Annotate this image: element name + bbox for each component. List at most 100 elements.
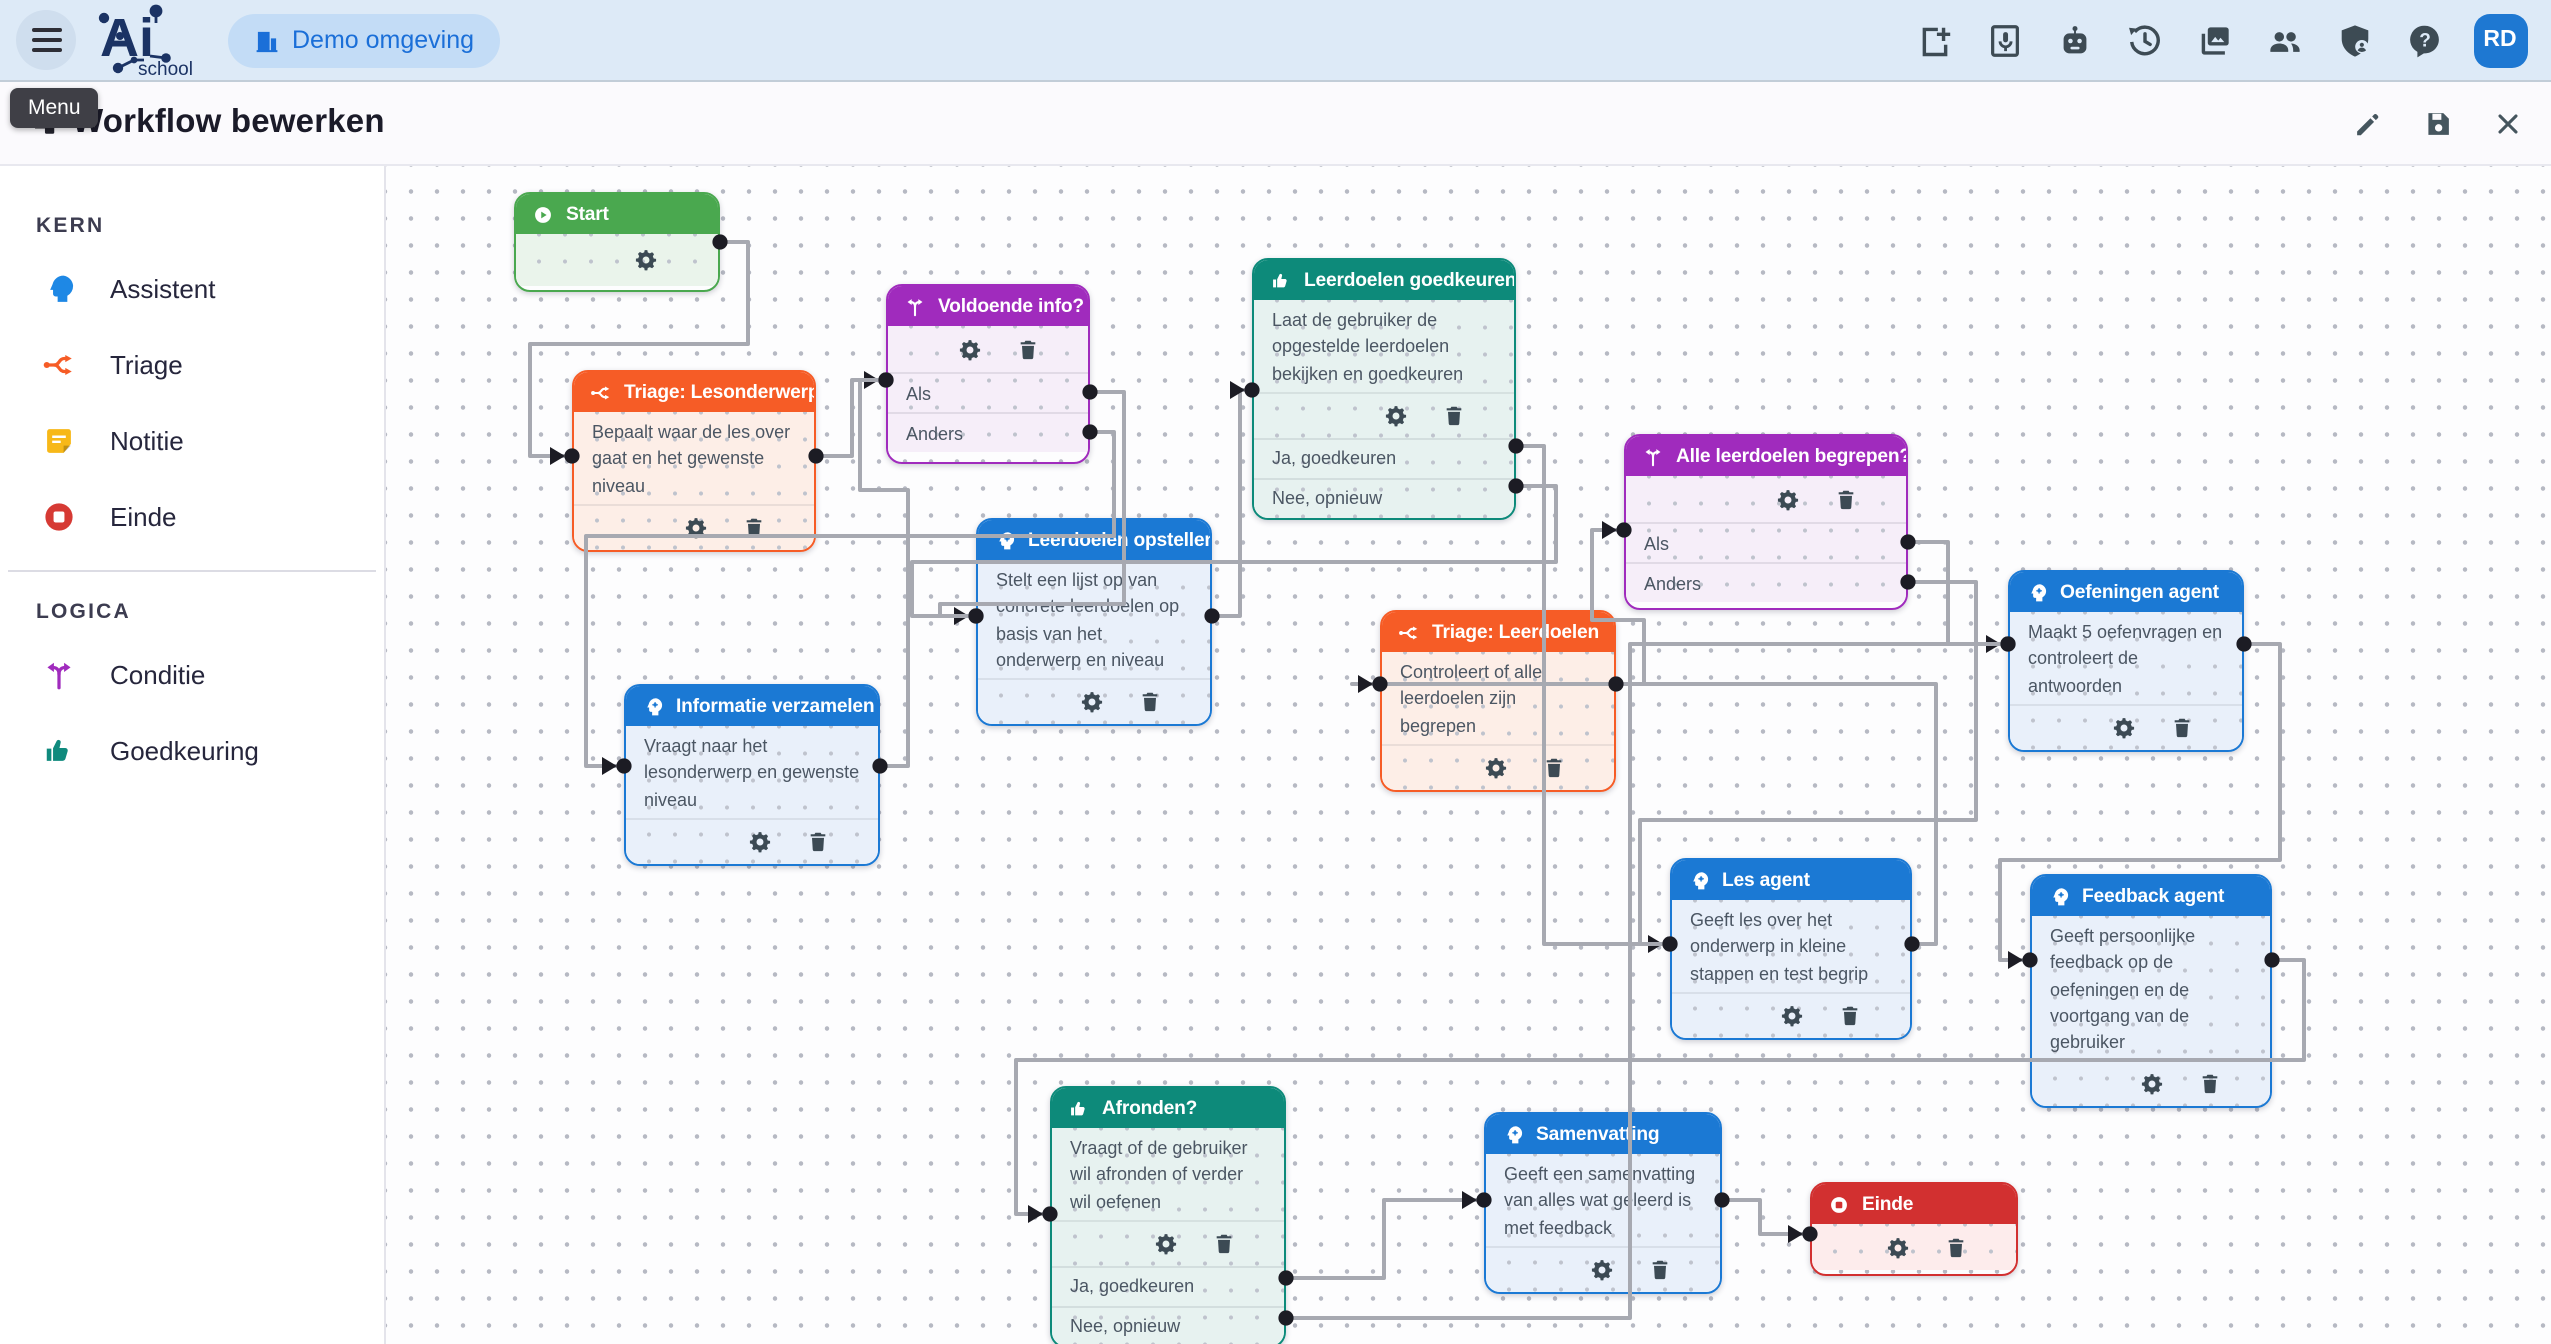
edge-arrow xyxy=(550,447,565,465)
edge-arrow xyxy=(2008,951,2023,969)
trash-icon[interactable] xyxy=(1138,690,1162,714)
node-branch-row[interactable]: Anders xyxy=(1626,562,1906,602)
trash-icon[interactable] xyxy=(2198,1073,2222,1097)
edge-arrow xyxy=(864,371,879,389)
trash-icon[interactable] xyxy=(1542,756,1566,780)
photo-library-icon[interactable] xyxy=(2195,21,2233,59)
gear-icon[interactable] xyxy=(1886,1235,1910,1259)
sidebar-section-label: KERN xyxy=(36,214,105,238)
node-title: Triage: Lesonderwerp xyxy=(624,381,816,403)
trash-icon[interactable] xyxy=(1442,404,1466,428)
trash-icon[interactable] xyxy=(1648,1258,1672,1282)
trash-icon[interactable] xyxy=(1838,1004,1862,1028)
sidebar-item-label: Conditie xyxy=(110,659,206,689)
node-actions xyxy=(516,234,718,286)
edge-arrow xyxy=(1230,381,1245,399)
hamburger-menu-button[interactable] xyxy=(16,10,76,70)
node-actions xyxy=(1626,476,1906,522)
node-actions xyxy=(1052,1219,1284,1266)
gear-icon[interactable] xyxy=(1154,1232,1178,1256)
svg-text:school: school xyxy=(138,59,193,78)
node-einde[interactable]: Einde xyxy=(1810,1182,2018,1276)
gear-icon[interactable] xyxy=(1776,487,1800,511)
triage-icon xyxy=(1398,621,1420,643)
stop-icon xyxy=(1828,1193,1850,1215)
gear-icon[interactable] xyxy=(748,830,772,854)
node-branch-row[interactable]: Als xyxy=(888,372,1088,412)
node-header: Triage: Lesonderwerp xyxy=(574,372,814,412)
node-start[interactable]: Start xyxy=(514,192,720,292)
trash-icon[interactable] xyxy=(742,516,766,540)
sidebar-item-assistent[interactable]: Assistent xyxy=(24,262,372,314)
node-actions xyxy=(1672,991,1910,1038)
node-header: Les agent xyxy=(1672,860,1910,900)
node-title: Start xyxy=(566,203,609,225)
robot-icon[interactable] xyxy=(2055,21,2093,59)
menu-tooltip: Menu xyxy=(10,88,99,128)
gear-icon[interactable] xyxy=(2140,1073,2164,1097)
thumb-icon xyxy=(42,733,76,767)
voice-document-icon[interactable] xyxy=(1985,21,2023,59)
user-avatar[interactable]: RD xyxy=(2473,13,2527,67)
gear-icon[interactable] xyxy=(1080,690,1104,714)
node-afronden[interactable]: Afronden?Vraagt of de gebruiker wil afro… xyxy=(1050,1086,1286,1344)
trash-icon[interactable] xyxy=(806,830,830,854)
sidebar-item-conditie[interactable]: Conditie xyxy=(24,648,372,700)
gear-icon[interactable] xyxy=(1590,1258,1614,1282)
environment-chip[interactable]: Demo omgeving xyxy=(228,13,501,67)
gear-icon[interactable] xyxy=(958,337,982,361)
node-branch-row[interactable]: Anders xyxy=(888,412,1088,452)
history-icon[interactable] xyxy=(2125,21,2163,59)
trash-icon[interactable] xyxy=(2170,716,2194,740)
edit-icon[interactable] xyxy=(2351,107,2383,139)
node-branch-row[interactable]: Ja, goedkeuren xyxy=(1254,437,1514,478)
edge-samenvatting-to-einde xyxy=(1720,1198,1812,1236)
building-icon xyxy=(254,27,280,53)
shield-person-icon[interactable] xyxy=(2335,21,2373,59)
trash-icon[interactable] xyxy=(1834,487,1858,511)
assistent-icon xyxy=(42,271,76,305)
gear-icon[interactable] xyxy=(1780,1004,1804,1028)
node-actions xyxy=(1254,391,1514,438)
node-branch-row[interactable]: Ja, goedkeuren xyxy=(1052,1265,1284,1306)
gear-icon[interactable] xyxy=(1484,756,1508,780)
triage-icon xyxy=(590,381,612,403)
page-header: Workflow bewerken xyxy=(0,82,2551,166)
trash-icon[interactable] xyxy=(1944,1235,1968,1259)
trash-icon[interactable] xyxy=(1212,1232,1236,1256)
node-branch-row[interactable]: Nee, opnieuw xyxy=(1254,477,1514,518)
help-icon[interactable]: ? xyxy=(2405,21,2443,59)
sidebar-item-einde[interactable]: Einde xyxy=(24,490,372,542)
gear-icon[interactable] xyxy=(2112,716,2136,740)
node-body: Bepaalt waar de les over gaat en het gew… xyxy=(574,412,814,550)
node-title: Feedback agent xyxy=(2082,885,2225,907)
sidebar-item-notitie[interactable]: Notitie xyxy=(24,414,372,466)
node-branch-row[interactable]: Als xyxy=(1626,522,1906,562)
thumb-icon xyxy=(1270,269,1292,291)
save-icon[interactable] xyxy=(2421,107,2453,139)
sidebar-item-goedkeuring[interactable]: Goedkeuring xyxy=(24,724,372,776)
close-icon[interactable] xyxy=(2491,107,2523,139)
node-branch-row[interactable]: Nee, opnieuw xyxy=(1052,1305,1284,1344)
gear-icon[interactable] xyxy=(1384,404,1408,428)
note-add-icon[interactable] xyxy=(1915,21,1953,59)
gear-icon[interactable] xyxy=(684,516,708,540)
edge-alle-leerdoelen-begrepen-to-oefeningen-agent xyxy=(1906,540,2010,646)
gear-icon[interactable] xyxy=(634,248,658,272)
trash-icon[interactable] xyxy=(1016,337,1040,361)
sidebar-item-triage[interactable]: Triage xyxy=(24,338,372,390)
group-icon[interactable] xyxy=(2265,21,2303,59)
